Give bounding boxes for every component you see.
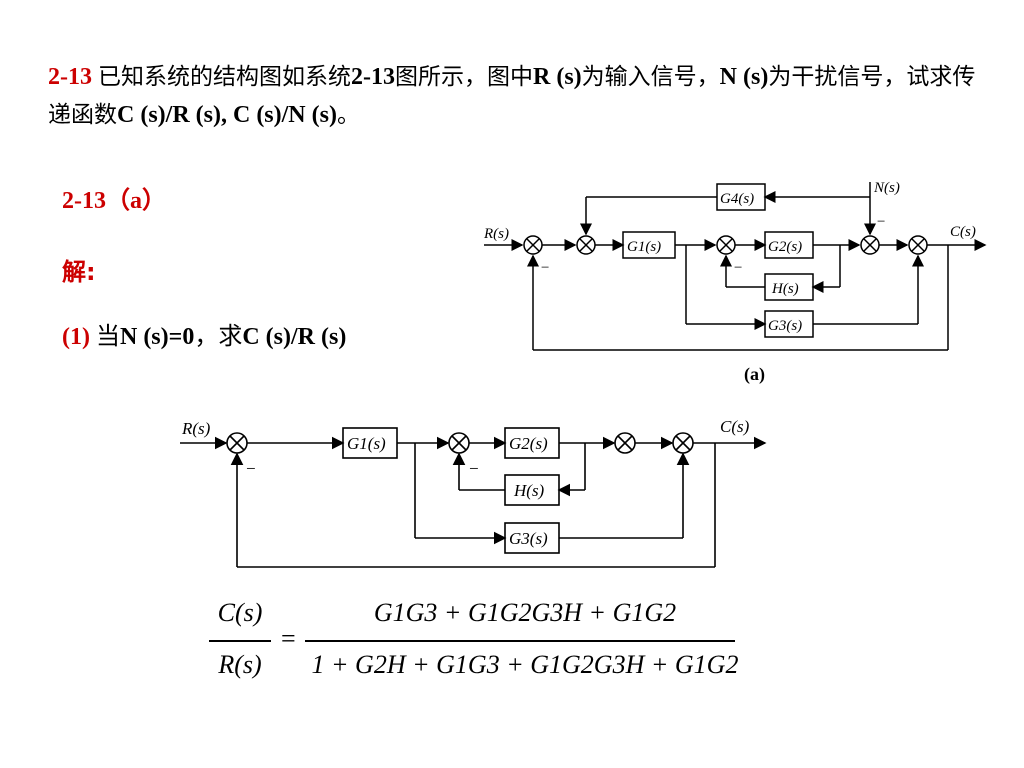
lhs-denominator: R(s) (218, 650, 262, 679)
step-1-condition: N (s)=0 (119, 324, 195, 350)
label-g1-b: G1(s) (347, 434, 386, 453)
sign-a-1: − (540, 260, 550, 276)
problem-text-3: 为输入信号， (581, 64, 720, 90)
problem-text-2: 图所示，图中 (395, 64, 533, 90)
step-1-text-2: ，求 (194, 322, 243, 350)
label-r-a: R(s) (483, 226, 509, 242)
label-g2-b: G2(s) (509, 434, 548, 453)
label-h-b: H(s) (513, 481, 545, 500)
step-1-number: (1) (62, 324, 90, 350)
sign-b-2: − (468, 459, 479, 478)
label-r-b: R(s) (181, 419, 211, 438)
problem-n: N (s) (719, 64, 769, 90)
diagram-a-labels: R(s) C(s) N(s) G1(s) G2(s) H(s) G3(s) G4… (483, 180, 976, 334)
problem-end: 。 (336, 102, 360, 128)
problem-r: R (s) (533, 64, 582, 90)
label-h-a: H(s) (771, 281, 799, 297)
diagram-b (180, 427, 767, 568)
label-c-b: C(s) (720, 417, 750, 436)
problem-tf: C (s)/R (s), C (s)/N (s) (117, 102, 337, 128)
rhs-numerator: G1G3 + G1G2G3H + G1G2 (373, 598, 677, 627)
transfer-function-formula: C(s) R(s) = G1G3 + G1G2G3H + G1G2 1 + G2… (205, 598, 745, 698)
figure-label: (a) (744, 364, 765, 384)
label-c-a: C(s) (950, 224, 976, 240)
sign-a-3: − (876, 214, 886, 230)
label-g4-a: G4(s) (720, 191, 754, 207)
sign-a-2: − (733, 260, 743, 276)
label-n-a: N(s) (873, 180, 900, 196)
label-g3-b: G3(s) (509, 529, 548, 548)
sign-b-1: − (245, 459, 256, 478)
solution-label: 解: (62, 258, 96, 286)
label-g2-a: G2(s) (768, 239, 802, 255)
step-1: (1) 当N (s)=0，求C (s)/R (s) (62, 316, 346, 351)
problem-statement: 2-13 已知系统的结构图如系统2-13图所示，图中R (s)为输入信号，N (… (48, 58, 988, 134)
equals-sign: = (281, 624, 296, 653)
label-g3-a: G3(s) (768, 318, 802, 334)
lhs-numerator: C(s) (217, 598, 263, 627)
diagram-b-labels: R(s) C(s) G1(s) G2(s) H(s) G3(s) − − (181, 417, 750, 548)
problem-number: 2-13 (48, 64, 92, 90)
diagram-a (484, 182, 987, 351)
label-g1-a: G1(s) (627, 239, 661, 255)
step-1-target: C (s)/R (s) (242, 324, 347, 350)
rhs-denominator: 1 + G2H + G1G3 + G1G2G3H + G1G2 (311, 650, 739, 679)
problem-text-1: 已知系统的结构图如系统 (98, 64, 351, 90)
problem-ref: 2-13 (351, 64, 395, 90)
step-1-text-1: 当 (95, 322, 120, 350)
subtitle: 2-13（a） (62, 188, 166, 214)
problem-text-4: 为干扰信号，试求传递函数 (48, 64, 976, 128)
